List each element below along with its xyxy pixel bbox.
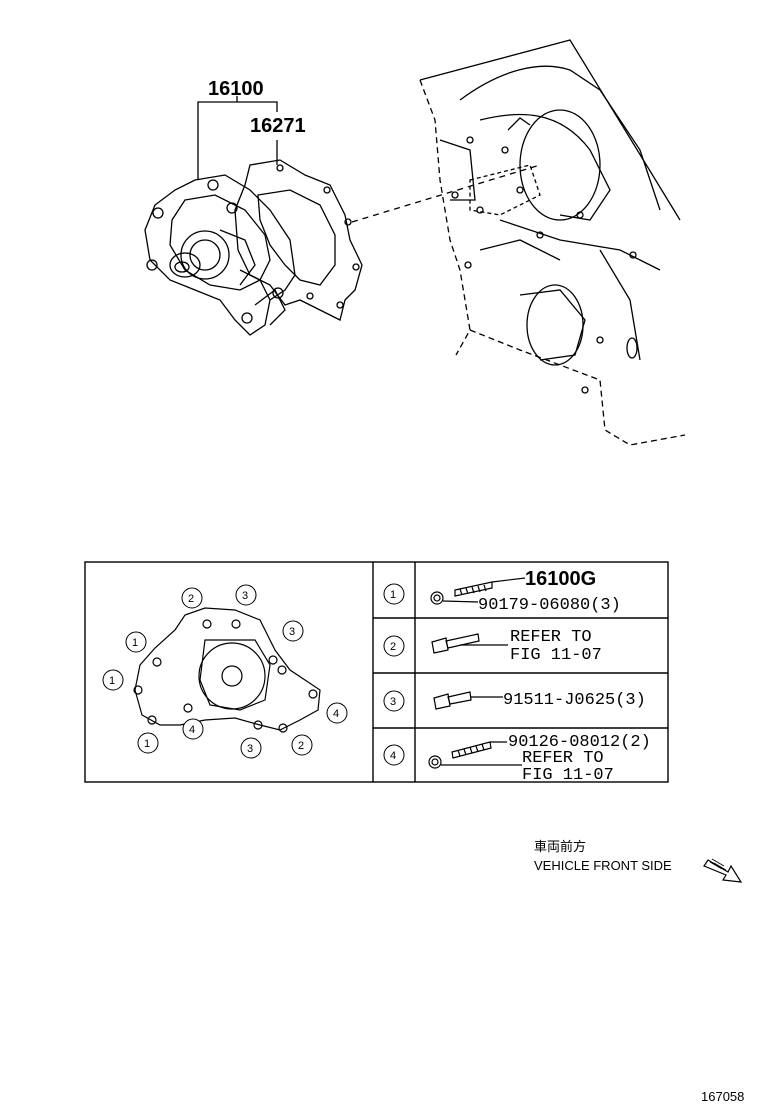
callout-1-left: 1 [102, 669, 124, 691]
pump-bolt-layout [133, 607, 321, 733]
legend-key-2: 2 [390, 641, 396, 653]
legend-key-4: 4 [390, 750, 396, 762]
bolt-icon-row2 [431, 633, 508, 654]
svg-text:2: 2 [188, 593, 194, 605]
row1-part-2: 90179-06080(3) [478, 596, 621, 615]
row2-refer-to: REFER TO [510, 628, 592, 647]
callouts: 2 3 3 1 1 4 1 4 [102, 584, 348, 759]
callout-3-top: 3 [235, 584, 257, 606]
water-pump-drawing [144, 174, 296, 336]
row3-part: 91511-J0625(3) [503, 691, 646, 710]
callout-2-bottom: 2 [291, 734, 313, 756]
row1-part-1: 16100G [525, 568, 596, 590]
front-direction-arrow-icon [703, 858, 743, 883]
alignment-line [351, 164, 541, 223]
callout-4-bottom: 4 [182, 718, 204, 740]
legend-table [84, 561, 669, 783]
callout-3-bottom: 3 [240, 737, 262, 759]
stud-bolt-icon-row4 [428, 741, 522, 769]
row2-fig: FIG 11-07 [510, 646, 602, 665]
callout-1-upper-left: 1 [125, 631, 147, 653]
svg-text:3: 3 [242, 590, 248, 602]
legend-key-3: 3 [390, 696, 396, 708]
svg-text:1: 1 [109, 675, 115, 687]
callout-1-bottom: 1 [137, 732, 159, 754]
callout-3-right: 3 [282, 620, 304, 642]
svg-text:2: 2 [298, 740, 304, 752]
callout-2-top: 2 [181, 587, 203, 609]
label-gasket: 16271 [250, 115, 306, 137]
svg-text:3: 3 [289, 626, 295, 638]
row4-refer-to: REFER TO [522, 749, 604, 768]
legend-key-1: 1 [390, 589, 396, 601]
bolt-icon-row3 [433, 691, 503, 710]
svg-text:1: 1 [132, 637, 138, 649]
svg-text:1: 1 [144, 738, 150, 750]
bolt-icons [428, 577, 526, 769]
stud-bolt-icon [430, 577, 526, 605]
engine-block [419, 39, 686, 446]
direction-japanese: 車両前方 [534, 839, 586, 854]
figure-number: 167058 [701, 1089, 744, 1104]
row4-part: 90126-08012(2) [508, 733, 651, 752]
row4-fig: FIG 11-07 [522, 766, 614, 785]
callout-4-right: 4 [326, 702, 348, 724]
direction-english: VEHICLE FRONT SIDE [534, 858, 672, 873]
legend-keys: 1 2 3 4 [383, 583, 405, 766]
svg-text:3: 3 [247, 743, 253, 755]
svg-text:4: 4 [189, 724, 195, 736]
gasket-drawing [234, 159, 363, 321]
svg-text:4: 4 [333, 708, 339, 720]
leader-lines [197, 96, 278, 180]
label-water-pump: 16100 [208, 78, 264, 100]
